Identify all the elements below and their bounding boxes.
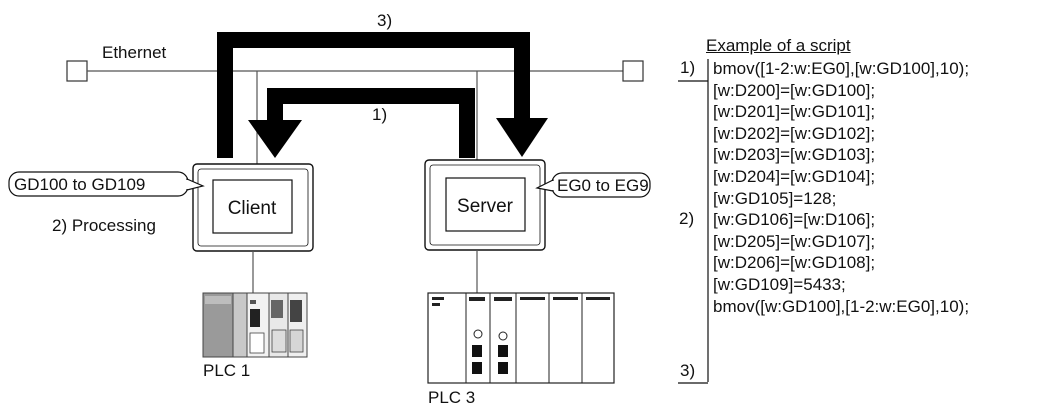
script-line: bmov([w:GD100],[1-2:w:EG0],10); <box>713 296 970 316</box>
client-label: Client <box>228 198 277 219</box>
client-screen <box>212 179 293 234</box>
script-line: [w:D203]=[w:GD103]; <box>713 145 876 165</box>
arrow-3-client-to-server <box>217 32 548 158</box>
arrow-1-server-to-client <box>248 88 475 158</box>
ethernet-terminator-left <box>66 60 88 82</box>
arrow-1-label: 1) <box>372 105 387 124</box>
processing-label: 2) Processing <box>52 216 156 235</box>
script-code: bmov([1-2:w:EG0],[w:GD100],10); [w:D200]… <box>713 58 969 317</box>
script-line: [w:D205]=[w:GD107]; <box>713 231 876 251</box>
script-title: Example of a script <box>706 36 851 55</box>
script-line: [w:D201]=[w:GD101]; <box>713 102 876 122</box>
plc-1-unit <box>202 292 308 358</box>
server-screen <box>445 177 526 232</box>
script-line: [w:GD106]=[w:D106]; <box>713 210 876 230</box>
plc-3-unit <box>427 292 615 384</box>
script-line: [w:D204]=[w:GD104]; <box>713 166 876 186</box>
script-marker-3: 3) <box>680 361 696 380</box>
plc-1-label: PLC 1 <box>203 361 250 380</box>
server-device-range-callout: EG0 to EG9 <box>535 172 651 198</box>
server-got: Server <box>424 159 546 251</box>
arrow-3-label: 3) <box>377 11 392 30</box>
client-device-range: GD100 to GD109 <box>14 175 145 194</box>
script-line: [w:D202]=[w:GD102]; <box>713 123 876 143</box>
script-brackets <box>678 59 709 384</box>
ethernet-terminator-right <box>622 60 644 82</box>
script-line: [w:GD109]=5433; <box>713 274 846 294</box>
script-line: [w:D206]=[w:GD108]; <box>713 253 876 273</box>
script-line: [w:GD105]=128; <box>713 188 837 208</box>
client-device-range-callout: GD100 to GD109 <box>8 171 205 197</box>
script-line: [w:D200]=[w:GD100]; <box>713 80 876 100</box>
server-device-range: EG0 to EG9 <box>557 176 649 195</box>
ethernet-label: Ethernet <box>102 43 167 62</box>
client-got: Client <box>192 163 314 252</box>
script-marker-2: 2) <box>679 209 695 228</box>
server-label: Server <box>457 196 514 217</box>
script-marker-1: 1) <box>680 58 696 77</box>
script-line: bmov([1-2:w:EG0],[w:GD100],10); <box>713 59 970 78</box>
ethernet-line <box>66 60 644 82</box>
plc-3-label: PLC 3 <box>428 388 475 407</box>
